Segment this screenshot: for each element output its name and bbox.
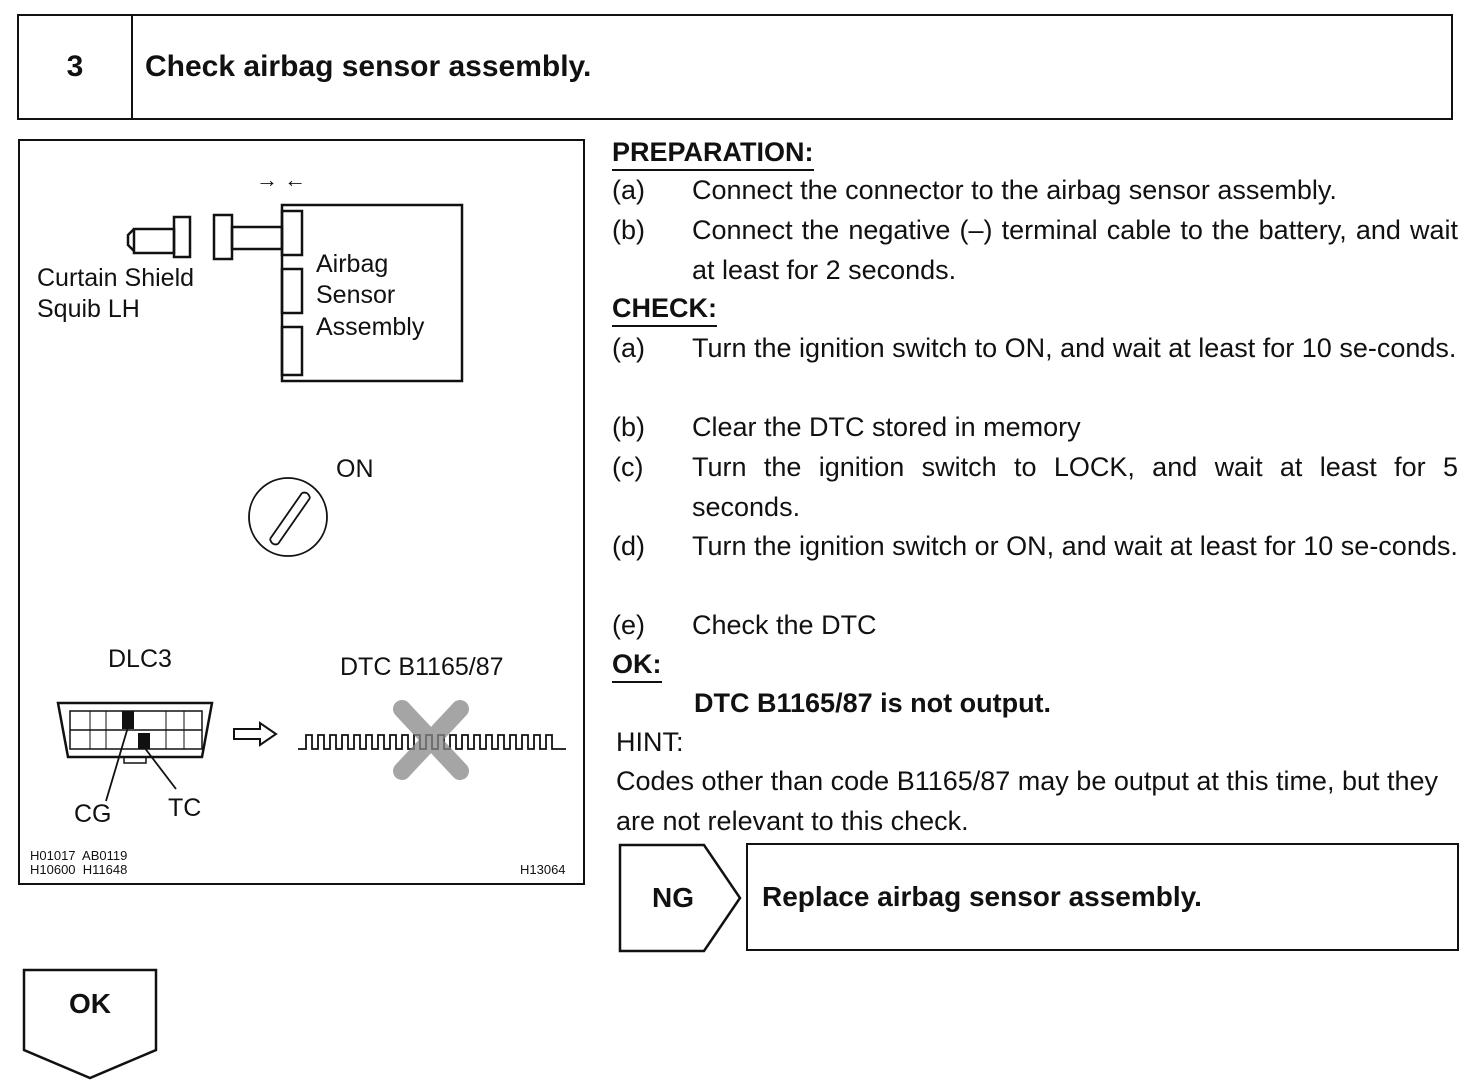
squib-connector-body	[132, 227, 176, 255]
sensor-connector-1	[280, 209, 304, 257]
cg-pin	[138, 733, 150, 749]
step-letter: (d)	[612, 531, 645, 561]
dlc3-connector-icon	[56, 701, 214, 759]
step-letter: (e)	[612, 610, 645, 640]
step-text: Turn the ignition switch or ON, and wait…	[692, 531, 1458, 561]
squib-label-line2: Squib LH	[37, 295, 140, 323]
step-letter: (b)	[612, 412, 645, 442]
squib-connector-head	[172, 215, 192, 259]
step-text: Connect the negative (–) terminal cable …	[692, 215, 1458, 285]
ng-tag-shape	[618, 843, 742, 953]
squib-label-line1: Curtain Shield	[37, 264, 195, 292]
ng-action-box: Replace airbag sensor assembly.	[746, 843, 1459, 951]
ignition-switch-icon	[248, 477, 328, 557]
step-letter: (c)	[612, 452, 644, 482]
step-letter: (b)	[612, 215, 645, 245]
ok-tag: OK	[22, 968, 158, 1080]
step-text: Turn the ignition switch to LOCK, and wa…	[692, 452, 1458, 522]
tc-label: TC	[168, 794, 202, 822]
tc-pin	[122, 711, 134, 729]
sensor-connector-2	[280, 267, 304, 315]
tc-leader-line	[143, 746, 177, 790]
not-output-cross-icon	[393, 700, 469, 780]
step-letter: (a)	[612, 175, 645, 205]
check-heading: CHECK:	[612, 291, 717, 327]
sensor-label-line2: Sensor	[316, 281, 396, 309]
step-header: 3 Check airbag sensor assembly.	[17, 14, 1453, 120]
cg-leader-line	[105, 726, 129, 802]
ok-heading: OK:	[612, 647, 662, 683]
diagram-figure: → ← Curtain Shield Squib LH Airbag Senso…	[18, 139, 585, 885]
step-title: Check airbag sensor assembly.	[145, 50, 592, 83]
step-text: Clear the DTC stored in memory	[692, 412, 1081, 442]
figure-id: H13064	[520, 862, 566, 877]
ng-action-text: Replace airbag sensor assembly.	[762, 881, 1202, 912]
connect-arrows: → ←	[256, 167, 307, 192]
sensor-connector-3	[280, 325, 304, 377]
hint-text: Codes other than code B1165/87 may be ou…	[616, 766, 1439, 836]
step-text: Check the DTC	[692, 610, 877, 640]
ignition-key-slot	[269, 491, 311, 546]
dlc3-label: DLC3	[108, 645, 172, 673]
ng-tag: NG	[618, 843, 743, 953]
step-number: 3	[19, 16, 133, 118]
ok-label: OK	[69, 988, 111, 1019]
step-letter: (a)	[612, 333, 645, 363]
harness-connector-body	[230, 225, 284, 251]
reference-codes: H01017 AB0119 H10600 H11648	[30, 848, 128, 877]
ok-result-text: DTC B1165/87 is not output.	[694, 688, 1052, 718]
squib-connector-tip	[126, 228, 135, 252]
cg-label: CG	[74, 800, 112, 828]
ng-label: NG	[652, 882, 694, 913]
step-text: Connect the connector to the airbag sens…	[692, 175, 1337, 205]
sensor-label-line1: Airbag	[316, 250, 389, 278]
preparation-heading: PREPARATION:	[612, 135, 814, 171]
diagram-drawing	[56, 203, 566, 802]
harness-connector-head	[212, 213, 234, 261]
step-text: Turn the ignition switch to ON, and wait…	[692, 333, 1457, 363]
hint-heading: HINT:	[616, 727, 684, 757]
dtc-label: DTC B1165/87	[340, 653, 504, 681]
sensor-label-line3: Assembly	[316, 313, 425, 341]
switch-on-label: ON	[336, 455, 374, 483]
ok-tag-shape	[22, 968, 158, 1080]
output-arrow-icon	[233, 721, 278, 747]
